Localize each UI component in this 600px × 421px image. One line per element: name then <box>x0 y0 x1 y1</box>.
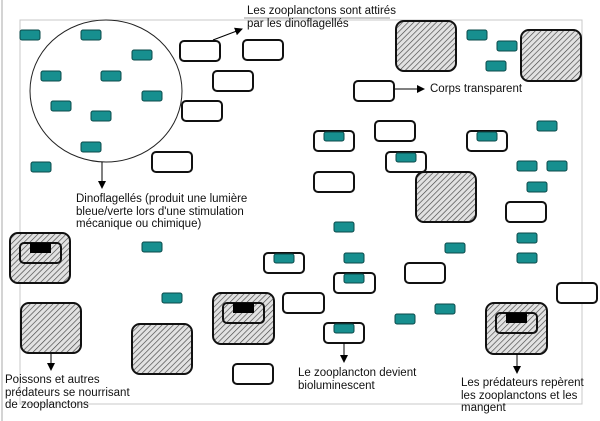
label-line: de zooplanctons <box>5 399 89 411</box>
label-line: mangent <box>461 402 506 414</box>
predator-eating <box>9 232 71 284</box>
label-attracted: Les zooplanctons sont attirés par les di… <box>247 5 396 30</box>
label-line: Les zooplanctons sont attirés <box>247 5 396 17</box>
label-line: prédateurs se nourrisant <box>5 386 130 399</box>
label-line: Dinoflagellés (produit une lumière <box>76 193 248 205</box>
glowing-zooplankton <box>263 130 508 344</box>
predator-eating <box>485 302 548 355</box>
label-line: par les dinoflagellés <box>247 17 349 30</box>
predators <box>9 20 582 375</box>
label-predators-eat: Les prédateurs repèrent les zooplanctons… <box>461 377 584 415</box>
dinoflagellates <box>19 29 568 325</box>
label-line: les zooplanctons et les <box>461 389 578 402</box>
label-line: bleue/verte lors d'une stimulation <box>76 205 244 218</box>
label-predators-fish: Poissons et autres prédateurs se nourris… <box>5 374 130 412</box>
transparent-zooplankton <box>151 39 598 385</box>
arrows <box>47 17 521 374</box>
dinoflagellate-cluster-circle <box>29 19 183 163</box>
frame <box>19 19 583 405</box>
label-transparent-body: Corps transparent <box>430 83 523 95</box>
predator-eating <box>212 292 275 345</box>
label-line: Poissons et autres <box>5 374 100 386</box>
label-line: mécanique ou chimique) <box>76 218 202 230</box>
label-line: Le zooplancton devient <box>298 367 417 379</box>
label-dinoflagellates: Dinoflagellés (produit une lumière bleue… <box>76 193 247 231</box>
label-bioluminescent: Le zooplancton devient bioluminescent <box>298 367 416 392</box>
label-line: bioluminescent <box>298 379 375 392</box>
label-line: Les prédateurs repèrent <box>461 377 584 389</box>
